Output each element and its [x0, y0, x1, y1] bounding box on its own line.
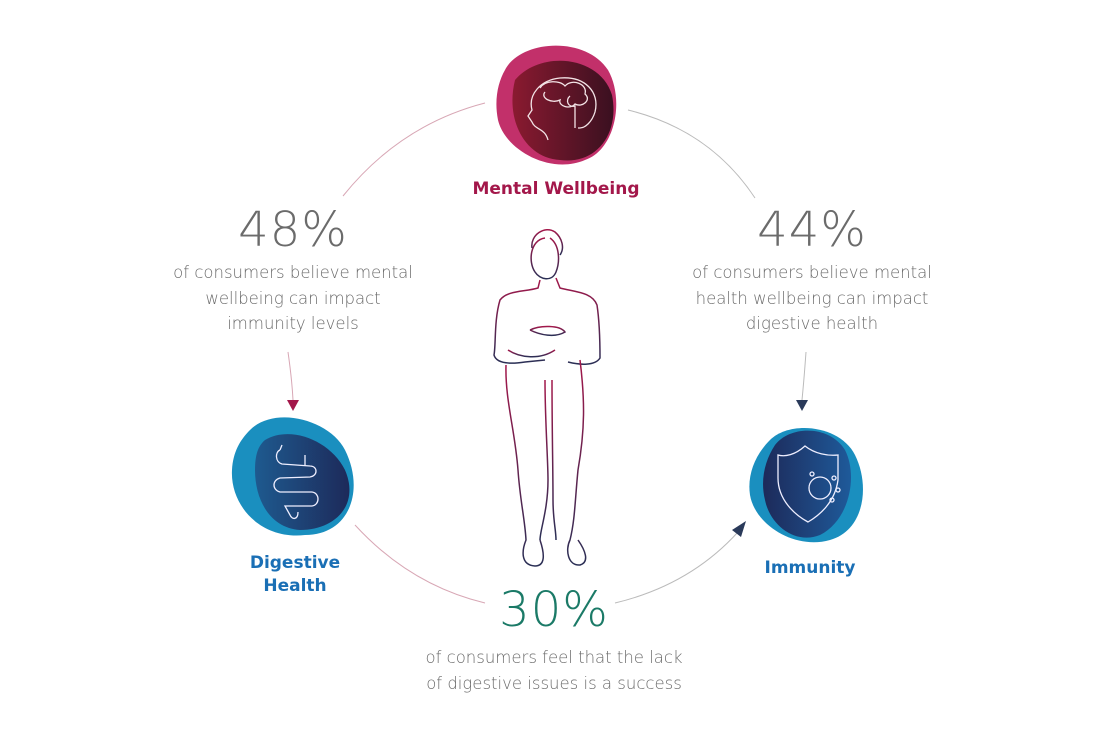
desc-line: of consumers believe mental	[173, 263, 413, 282]
desc-line: wellbeing can impact	[205, 288, 381, 308]
arc-bottom-right	[614, 531, 739, 604]
stat-right-value: 44%	[757, 202, 867, 258]
arc-bottom-left	[354, 524, 486, 604]
arrow-down-left	[287, 400, 299, 411]
node-label-mental-wellbeing: Mental Wellbeing	[472, 179, 640, 199]
stat-left-value: 48%	[238, 202, 348, 258]
brain-head-icon	[527, 77, 597, 141]
arc-top-right	[627, 109, 756, 199]
stat-bottom-description: of consumers feel that the lack of diges…	[354, 645, 754, 696]
label-line: Health	[263, 576, 327, 596]
arrow-up-right	[732, 521, 746, 537]
label-line: Digestive	[249, 553, 341, 573]
node-label-immunity: Immunity	[764, 558, 856, 578]
desc-line: of digestive issues is a success	[426, 673, 682, 693]
desc-line: immunity levels	[227, 314, 359, 333]
digestive-blob	[231, 417, 354, 536]
desc-line: health wellbeing can impact	[695, 288, 929, 308]
arc-right-down	[801, 351, 807, 401]
immunity-blob	[749, 428, 863, 543]
shield-virus-icon	[777, 445, 841, 523]
arc-top-left	[342, 102, 486, 197]
human-figure-icon	[493, 228, 601, 567]
node-label-digestive-health: Digestive Health	[215, 552, 375, 598]
arrow-down-right	[796, 400, 808, 411]
mental-blob	[496, 45, 617, 165]
stat-left-description: of consumers believe mental wellbeing ca…	[143, 260, 443, 337]
stat-bottom-value: 30%	[499, 582, 609, 638]
arc-left-down	[287, 351, 294, 401]
intestine-icon	[273, 444, 319, 520]
stat-right-description: of consumers believe mental health wellb…	[662, 260, 962, 337]
desc-line: of consumers believe mental	[692, 263, 932, 282]
desc-line: digestive health	[745, 314, 879, 333]
desc-line: of consumers feel that the lack	[425, 648, 683, 667]
